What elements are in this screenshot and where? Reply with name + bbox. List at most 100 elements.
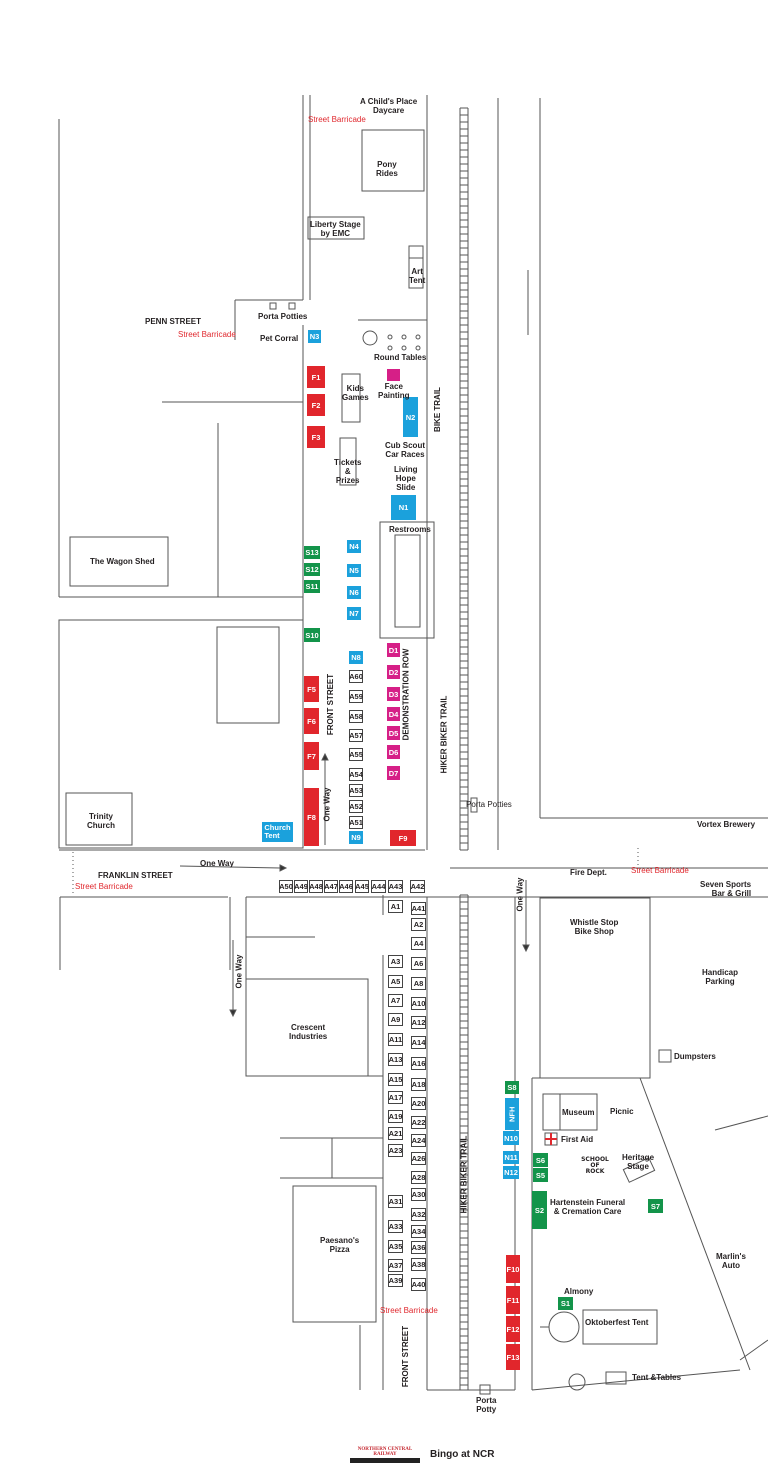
booth-a17[interactable]: A17 bbox=[388, 1091, 403, 1104]
pony-rides-label[interactable]: Pony Rides bbox=[376, 160, 398, 178]
booth-a5[interactable]: A5 bbox=[388, 975, 403, 988]
booth-f5[interactable]: F5 bbox=[304, 676, 319, 702]
booth-a60[interactable]: A60 bbox=[349, 670, 363, 683]
booth-d5[interactable]: D5 bbox=[387, 726, 400, 740]
booth-a20[interactable]: A20 bbox=[411, 1097, 426, 1110]
hartenstein-label[interactable]: Hartenstein Funeral & Cremation Care bbox=[550, 1198, 626, 1216]
booth-f2[interactable]: F2 bbox=[307, 394, 325, 416]
booth-n6[interactable]: N6 bbox=[347, 586, 361, 599]
booth-n1[interactable]: N1 bbox=[391, 495, 416, 520]
booth-s13[interactable]: S13 bbox=[304, 546, 320, 559]
booth-a30[interactable]: A30 bbox=[411, 1188, 426, 1201]
kids-games-label[interactable]: Kids Games bbox=[342, 384, 369, 402]
booth-a40[interactable]: A40 bbox=[411, 1278, 426, 1291]
booth-a16[interactable]: A16 bbox=[411, 1057, 426, 1070]
booth-a26[interactable]: A26 bbox=[411, 1152, 426, 1165]
booth-n9[interactable]: N9 bbox=[349, 831, 363, 844]
booth-d3[interactable]: D3 bbox=[387, 687, 400, 701]
booth-s10[interactable]: S10 bbox=[304, 628, 320, 642]
booth-a22[interactable]: A22 bbox=[411, 1116, 426, 1129]
booth-a28[interactable]: A28 bbox=[411, 1171, 426, 1184]
booth-n10[interactable]: N10 bbox=[503, 1131, 519, 1145]
booth-a54[interactable]: A54 bbox=[349, 768, 363, 781]
tickets-prizes-label[interactable]: Tickets & Prizes bbox=[334, 458, 362, 485]
whistle-stop-label[interactable]: Whistle Stop Bike Shop bbox=[570, 918, 619, 936]
booth-a13[interactable]: A13 bbox=[388, 1053, 403, 1066]
booth-a11[interactable]: A11 bbox=[388, 1033, 403, 1046]
booth-a44[interactable]: A44 bbox=[371, 880, 386, 893]
face-painting-label[interactable]: Face Painting bbox=[378, 382, 410, 400]
booth-a57[interactable]: A57 bbox=[349, 729, 363, 742]
booth-a48[interactable]: A48 bbox=[309, 880, 323, 893]
booth-a4[interactable]: A4 bbox=[411, 937, 426, 950]
cub-scout-label[interactable]: Cub Scout Car Races bbox=[385, 441, 425, 459]
booth-n3[interactable]: N3 bbox=[308, 330, 321, 343]
heritage-stage-label[interactable]: Heritage Stage bbox=[622, 1153, 655, 1171]
handicap-parking-label[interactable]: Handicap Parking bbox=[702, 968, 739, 986]
booth-a49[interactable]: A49 bbox=[294, 880, 308, 893]
booth-a46[interactable]: A46 bbox=[339, 880, 353, 893]
booth-n11[interactable]: N11 bbox=[503, 1151, 519, 1164]
trinity-church-label[interactable]: Trinity Church bbox=[87, 812, 115, 830]
booth-a14[interactable]: A14 bbox=[411, 1036, 426, 1049]
booth-s6[interactable]: S6 bbox=[533, 1153, 548, 1167]
booth-nfh[interactable]: NFH bbox=[505, 1098, 519, 1130]
booth-a12[interactable]: A12 bbox=[411, 1016, 426, 1029]
living-hope-slide-label[interactable]: Living Hope Slide bbox=[394, 465, 418, 492]
booth-a34[interactable]: A34 bbox=[411, 1225, 426, 1238]
first-aid-label[interactable]: First Aid bbox=[561, 1135, 594, 1144]
booth-s5[interactable]: S5 bbox=[533, 1168, 548, 1182]
booth-a15[interactable]: A15 bbox=[388, 1073, 403, 1086]
booth-d1[interactable]: D1 bbox=[387, 643, 400, 657]
booth-a10[interactable]: A10 bbox=[411, 997, 426, 1010]
booth-f12[interactable]: F12 bbox=[506, 1316, 520, 1342]
wagon-shed-label[interactable]: The Wagon Shed bbox=[90, 557, 155, 566]
booth-a37[interactable]: A37 bbox=[388, 1259, 403, 1272]
tent-tables-label[interactable]: Tent &Tables bbox=[632, 1373, 682, 1382]
restrooms-label[interactable]: Restrooms bbox=[389, 525, 431, 534]
booth-a7[interactable]: A7 bbox=[388, 994, 403, 1007]
marlins-auto-label[interactable]: Marlin's Auto bbox=[716, 1252, 746, 1270]
booth-a33[interactable]: A33 bbox=[388, 1220, 403, 1233]
booth-n7[interactable]: N7 bbox=[347, 607, 361, 620]
pet-corral-label[interactable]: Pet Corral bbox=[260, 334, 299, 343]
liberty-stage-label[interactable]: Liberty Stage by EMC bbox=[310, 220, 361, 238]
booth-a55[interactable]: A55 bbox=[349, 748, 363, 761]
picnic-label[interactable]: Picnic bbox=[610, 1107, 634, 1116]
booth-f11[interactable]: F11 bbox=[506, 1286, 520, 1314]
booth-a35[interactable]: A35 bbox=[388, 1240, 403, 1253]
booth-n12[interactable]: N12 bbox=[503, 1166, 519, 1179]
booth-s2[interactable]: S2 bbox=[532, 1191, 547, 1229]
booth-n4[interactable]: N4 bbox=[347, 540, 361, 553]
booth-a18[interactable]: A18 bbox=[411, 1078, 426, 1091]
museum-label[interactable]: Museum bbox=[562, 1108, 595, 1117]
almony-label[interactable]: Almony bbox=[564, 1287, 594, 1296]
art-tent-label[interactable]: Art Tent bbox=[409, 267, 426, 285]
booth-f7[interactable]: F7 bbox=[304, 742, 319, 770]
booth-s7[interactable]: S7 bbox=[648, 1199, 663, 1213]
booth-a50[interactable]: A50 bbox=[279, 880, 293, 893]
booth-a47[interactable]: A47 bbox=[324, 880, 338, 893]
booth-a6[interactable]: A6 bbox=[411, 957, 426, 970]
booth-d4[interactable]: D4 bbox=[387, 707, 400, 721]
round-tables-label[interactable]: Round Tables bbox=[374, 353, 427, 362]
booth-a31[interactable]: A31 bbox=[388, 1195, 403, 1208]
booth-f3[interactable]: F3 bbox=[307, 426, 325, 448]
booth-a58[interactable]: A58 bbox=[349, 710, 363, 723]
booth-a59[interactable]: A59 bbox=[349, 690, 363, 703]
booth-s1[interactable]: S1 bbox=[558, 1297, 573, 1310]
booth-a51[interactable]: A51 bbox=[349, 816, 363, 829]
booth-a36[interactable]: A36 bbox=[411, 1241, 426, 1254]
booth-a19[interactable]: A19 bbox=[388, 1110, 403, 1123]
booth-a52[interactable]: A52 bbox=[349, 800, 363, 813]
booth-f8[interactable]: F8 bbox=[304, 788, 319, 846]
vortex-brewery-label[interactable]: Vortex Brewery bbox=[697, 820, 756, 829]
oktoberfest-tent-label[interactable]: Oktoberfest Tent bbox=[585, 1318, 649, 1327]
booth-a2[interactable]: A2 bbox=[411, 918, 426, 931]
booth-f10[interactable]: F10 bbox=[506, 1255, 520, 1283]
booth-a23[interactable]: A23 bbox=[388, 1144, 403, 1157]
booth-a8[interactable]: A8 bbox=[411, 977, 426, 990]
booth-s12[interactable]: S12 bbox=[304, 563, 320, 576]
fire-dept-label[interactable]: Fire Dept. bbox=[570, 868, 607, 877]
booth-s11[interactable]: S11 bbox=[304, 580, 320, 593]
